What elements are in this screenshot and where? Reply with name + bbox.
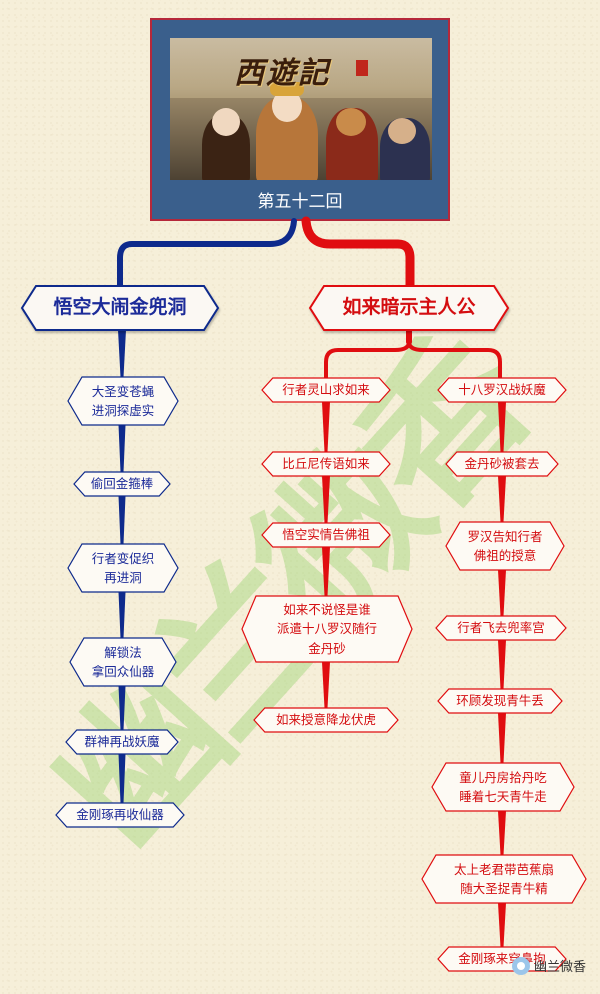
label-line: 再进洞 [92,568,155,587]
connector-col-b [498,713,506,763]
label-line: 罗汉告知行者 [467,527,542,546]
left-item-label: 解锁法拿回众仙器 [92,643,155,682]
right-b-item: 十八罗汉战妖魔 [438,378,566,402]
right-a-item: 行者灵山求如来 [262,378,390,402]
connector-left-branch [120,221,294,286]
label-line: 童儿丹房拾丹吃 [459,768,547,787]
label-line: 金刚琢再收仙器 [76,805,164,824]
label-line: 解锁法 [92,643,155,662]
label-line: 大圣变苍蝇 [92,382,155,401]
right-b-item-label: 十八罗汉战妖魔 [458,380,546,399]
left-item: 行者变促织再进洞 [68,544,178,592]
right-b-item: 金丹砂被套去 [446,452,558,476]
label-line: 进洞探虚实 [92,401,155,420]
connector-col-b [498,903,506,947]
right-a-item: 如来授意降龙伏虎 [254,708,398,732]
connector-left [119,754,126,803]
label-line: 比丘尼传语如来 [282,454,370,473]
credit: 幽兰微香 [512,956,586,975]
label-line: 如来暗示主人公 [342,293,475,322]
connector-col-b [498,476,506,522]
label-line: 群神再战妖魔 [84,732,159,751]
left-topic: 悟空大闹金兜洞 [22,286,218,330]
right-b-item: 罗汉告知行者佛祖的授意 [446,522,564,570]
left-item-label: 群神再战妖魔 [84,732,159,751]
right-b-item-label: 太上老君带芭蕉扇随大圣捉青牛精 [454,860,554,899]
connector-right-b [409,342,500,378]
right-a-item: 比丘尼传语如来 [262,452,390,476]
left-topic-label: 悟空大闹金兜洞 [53,293,186,322]
right-a-item-label: 如来不说怪是谁派遣十八罗汉随行金丹砂 [277,600,377,658]
right-b-item-label: 金丹砂被套去 [464,454,539,473]
wechat-account-icon [512,957,530,975]
connector-col-b [498,640,506,689]
connector-col-b [498,811,506,855]
connector-col-b [498,570,506,616]
label-line: 金丹砂被套去 [464,454,539,473]
right-a-item-label: 悟空实情告佛祖 [282,525,370,544]
connector-left [119,592,126,638]
label-line: 佛祖的授意 [467,546,542,565]
left-item: 金刚琢再收仙器 [56,803,184,827]
left-item-label: 大圣变苍蝇进洞探虚实 [92,382,155,421]
right-b-item-label: 环顾发现青牛丢 [456,691,544,710]
right-a-item-label: 比丘尼传语如来 [282,454,370,473]
right-a-item: 如来不说怪是谁派遣十八罗汉随行金丹砂 [242,596,412,662]
connector-left [118,330,126,377]
left-item: 群神再战妖魔 [66,730,178,754]
right-a-item: 悟空实情告佛祖 [262,523,390,547]
label-line: 环顾发现青牛丢 [456,691,544,710]
connector-left [119,496,126,544]
label-line: 睡着七天青牛走 [459,787,547,806]
label-line: 如来不说怪是谁 [277,600,377,619]
credit-text: 幽兰微香 [534,956,586,975]
label-line: 偷回金箍棒 [91,474,154,493]
right-b-item: 太上老君带芭蕉扇随大圣捉青牛精 [422,855,586,903]
right-a-item-label: 行者灵山求如来 [282,380,370,399]
connector-left [119,425,126,472]
label-line: 如来授意降龙伏虎 [276,710,376,729]
label-line: 悟空大闹金兜洞 [53,293,186,322]
left-item-label: 金刚琢再收仙器 [76,805,164,824]
left-item: 大圣变苍蝇进洞探虚实 [68,377,178,425]
connector-col-a [322,662,330,708]
right-b-item: 童儿丹房拾丹吃睡着七天青牛走 [432,763,574,811]
right-topic-label: 如来暗示主人公 [342,293,475,322]
label-line: 悟空实情告佛祖 [282,525,370,544]
label-line: 十八罗汉战妖魔 [458,380,546,399]
right-b-item-label: 罗汉告知行者佛祖的授意 [467,527,542,566]
connector-col-a [322,402,330,452]
left-item: 解锁法拿回众仙器 [70,638,176,686]
label-line: 随大圣捉青牛精 [454,879,554,898]
label-line: 行者飞去兜率宫 [457,618,545,637]
connector-col-b [498,402,506,452]
left-item: 偷回金箍棒 [74,472,170,496]
label-line: 派遣十八罗汉随行 [277,619,377,638]
label-line: 太上老君带芭蕉扇 [454,860,554,879]
left-item-label: 偷回金箍棒 [91,474,154,493]
label-line: 金丹砂 [277,639,377,658]
label-line: 行者灵山求如来 [282,380,370,399]
connector-col-a [322,547,330,596]
right-b-item-label: 行者飞去兜率宫 [457,618,545,637]
right-b-item: 环顾发现青牛丢 [438,689,562,713]
connector-right-branch [306,221,410,286]
left-item-label: 行者变促织再进洞 [92,549,155,588]
label-line: 行者变促织 [92,549,155,568]
right-a-item-label: 如来授意降龙伏虎 [276,710,376,729]
right-b-item: 行者飞去兜率宫 [436,616,566,640]
label-line: 拿回众仙器 [92,662,155,681]
connector-right-a [326,342,409,378]
right-b-item-label: 童儿丹房拾丹吃睡着七天青牛走 [459,768,547,807]
connector-col-a [322,476,330,523]
right-topic: 如来暗示主人公 [310,286,508,330]
connector-left [119,686,126,730]
